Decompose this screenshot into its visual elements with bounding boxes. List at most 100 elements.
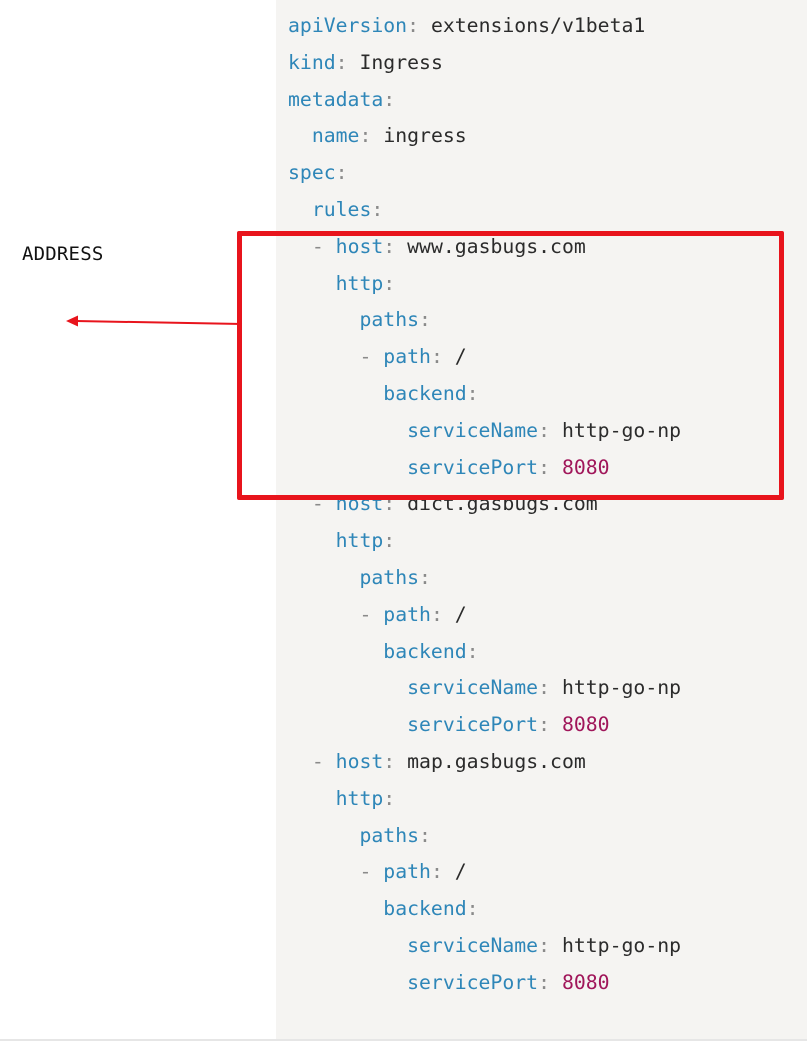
colon: :	[538, 970, 551, 994]
list-dash: -	[359, 602, 384, 626]
colon: :	[466, 381, 479, 405]
yaml-value: /	[454, 860, 467, 884]
code-line: kind: Ingress	[288, 45, 681, 82]
code-line: serviceName: http-go-np	[288, 928, 681, 965]
code-line: - path: /	[288, 854, 681, 891]
code-indent	[288, 787, 336, 810]
list-dash: -	[311, 234, 336, 258]
yaml-value: 8080	[561, 970, 610, 994]
list-dash: -	[359, 860, 384, 884]
code-line: - path: /	[288, 597, 681, 634]
yaml-key: http	[335, 786, 384, 810]
yaml-key: kind	[288, 50, 336, 74]
yaml-key: name	[311, 124, 360, 148]
yaml-key: spec	[288, 161, 336, 185]
code-line: http:	[288, 523, 681, 560]
code-indent	[288, 529, 336, 552]
colon: :	[383, 87, 396, 111]
arrow-left-icon	[66, 315, 243, 327]
colon: :	[383, 529, 396, 553]
yaml-key: paths	[359, 308, 420, 332]
arrow-head	[66, 315, 78, 327]
code-line: paths:	[288, 302, 681, 339]
code-line: spec:	[288, 155, 681, 192]
yaml-key: servicePort	[407, 455, 539, 479]
arrow-shaft	[75, 320, 243, 325]
code-panel	[276, 0, 807, 1041]
yaml-key: paths	[359, 823, 420, 847]
code-indent	[288, 198, 312, 221]
code-line: servicePort: 8080	[288, 965, 681, 1002]
code-line: metadata:	[288, 82, 681, 119]
colon: :	[538, 676, 551, 700]
code-indent	[288, 640, 383, 663]
list-dash: -	[311, 749, 336, 773]
code-line: backend:	[288, 376, 681, 413]
code-line: backend:	[288, 891, 681, 928]
yaml-value: /	[454, 345, 467, 369]
colon: :	[466, 639, 479, 663]
code-line: rules:	[288, 192, 681, 229]
code-line: servicePort: 8080	[288, 450, 681, 487]
code-line: paths:	[288, 818, 681, 855]
code-line: apiVersion: extensions/v1beta1	[288, 8, 681, 45]
code-indent	[288, 713, 407, 736]
code-indent	[288, 124, 312, 147]
code-line: - host: map.gasbugs.com	[288, 744, 681, 781]
yaml-value: /	[454, 602, 467, 626]
colon: :	[430, 602, 443, 626]
code-indent	[288, 824, 359, 847]
list-dash: -	[359, 345, 384, 369]
yaml-value: map.gasbugs.com	[407, 749, 586, 773]
colon: :	[538, 455, 551, 479]
yaml-key: backend	[383, 639, 467, 663]
code-indent	[288, 897, 383, 920]
code-line: servicePort: 8080	[288, 707, 681, 744]
yaml-key: paths	[359, 565, 420, 589]
colon: :	[407, 14, 420, 37]
colon: :	[419, 308, 431, 332]
yaml-key: servicePort	[407, 970, 539, 994]
colon: :	[430, 860, 443, 884]
yaml-key: serviceName	[407, 676, 539, 700]
colon: :	[538, 933, 551, 957]
colon: :	[383, 271, 396, 295]
code-indent	[288, 676, 407, 699]
colon: :	[383, 749, 396, 773]
yaml-key: path	[383, 602, 431, 626]
colon: :	[383, 492, 396, 516]
yaml-value: ingress	[383, 124, 467, 148]
yaml-key: apiVersion	[288, 14, 408, 37]
colon: :	[538, 418, 551, 442]
colon: :	[335, 161, 348, 185]
code-indent	[288, 934, 407, 957]
code-indent	[288, 750, 312, 773]
yaml-key: host	[335, 749, 384, 773]
yaml-key: serviceName	[407, 418, 539, 442]
yaml-key: servicePort	[407, 713, 539, 737]
address-label: ADDRESS	[22, 243, 104, 265]
code-line: http:	[288, 266, 681, 303]
yaml-value: http-go-np	[561, 676, 682, 700]
yaml-value: 8080	[561, 455, 610, 479]
colon: :	[419, 823, 431, 847]
yaml-value: http-go-np	[561, 933, 682, 957]
code-line: - host: www.gasbugs.com	[288, 229, 681, 266]
yaml-key: serviceName	[407, 933, 539, 957]
yaml-value: extensions/v1beta1	[430, 14, 646, 37]
yaml-key: http	[335, 529, 384, 553]
colon: :	[359, 124, 372, 148]
yaml-value: www.gasbugs.com	[407, 234, 586, 258]
colon: :	[466, 897, 479, 921]
yaml-key: metadata	[288, 87, 384, 111]
yaml-value: 8080	[561, 713, 610, 737]
yaml-key: rules	[311, 197, 372, 221]
yaml-key: host	[335, 234, 384, 258]
colon: :	[383, 786, 396, 810]
yaml-key: path	[383, 860, 431, 884]
colon: :	[383, 234, 396, 258]
code-line: paths:	[288, 560, 681, 597]
yaml-value: http-go-np	[561, 418, 682, 442]
